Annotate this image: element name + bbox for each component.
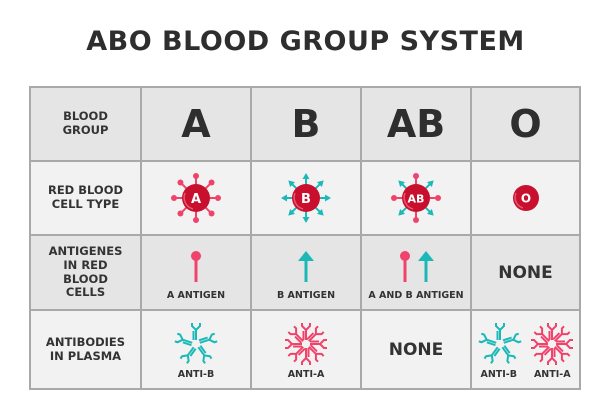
group-header-b: B bbox=[252, 88, 362, 162]
svg-text:AB: AB bbox=[408, 193, 425, 206]
anti-a-antibody-icon bbox=[284, 322, 328, 366]
a-and-b-antigen-icon bbox=[400, 251, 434, 282]
row-header-antibodies: ANTIBODIES IN PLASMA bbox=[31, 311, 142, 388]
antigen-label: A AND B ANTIGEN bbox=[368, 290, 464, 301]
antigen-label: B ANTIGEN bbox=[276, 290, 336, 301]
b-antigen-icon bbox=[298, 251, 314, 282]
red-cell-a-icon: A bbox=[170, 172, 222, 224]
cell-type-b: B bbox=[252, 162, 362, 236]
none-label: NONE bbox=[388, 339, 444, 360]
svg-text:O: O bbox=[520, 192, 530, 206]
row-header-antigens: ANTIGENES IN RED BLOOD CELLS bbox=[31, 236, 142, 311]
antibody-o: ANTI-B ANTI-A bbox=[472, 311, 579, 388]
cell-type-a: A bbox=[142, 162, 252, 236]
group-header-a: A bbox=[142, 88, 252, 162]
antigen-a: A ANTIGEN bbox=[142, 236, 252, 311]
row-label: RED BLOOD CELL TYPE bbox=[47, 183, 124, 211]
antibody-label: ANTI-B bbox=[480, 369, 517, 380]
svg-text:A: A bbox=[191, 192, 201, 207]
group-label: AB bbox=[386, 102, 446, 146]
antigen-label: A ANTIGEN bbox=[166, 290, 226, 301]
red-cell-b-icon: B bbox=[280, 172, 332, 224]
red-cell-ab-icon: AB bbox=[390, 172, 442, 224]
cell-type-ab: AB bbox=[362, 162, 472, 236]
row-label: BLOOD GROUP bbox=[62, 109, 109, 137]
red-cell-o-icon: O bbox=[512, 185, 539, 211]
antigen-o: NONE bbox=[472, 236, 579, 311]
antigen-ab: A AND B ANTIGEN bbox=[362, 236, 472, 311]
group-header-ab: AB bbox=[362, 88, 472, 162]
antibody-label: ANTI-B bbox=[177, 369, 215, 380]
abo-table: BLOOD GROUP A B AB O RED BLOOD CELL TYPE… bbox=[29, 86, 581, 390]
row-header-cell-type: RED BLOOD CELL TYPE bbox=[31, 162, 142, 236]
page-title: ABO BLOOD GROUP SYSTEM bbox=[86, 26, 525, 57]
antigen-b: B ANTIGEN bbox=[252, 236, 362, 311]
anti-b-antibody-icon bbox=[477, 322, 523, 365]
row-label: ANTIBODIES IN PLASMA bbox=[45, 334, 126, 363]
group-header-o: O bbox=[472, 88, 579, 162]
row-label: ANTIGENES IN RED BLOOD CELLS bbox=[48, 244, 123, 300]
cell-type-o: O bbox=[472, 162, 579, 236]
group-label: O bbox=[509, 102, 542, 146]
a-antigen-icon bbox=[191, 251, 201, 282]
antibody-label: ANTI-A bbox=[533, 369, 571, 380]
anti-b-antibody-icon bbox=[173, 322, 219, 365]
antibody-ab: NONE bbox=[362, 311, 472, 388]
row-header-blood-group: BLOOD GROUP bbox=[31, 88, 142, 162]
antibody-label: ANTI-A bbox=[287, 369, 325, 380]
antibody-a: ANTI-B bbox=[142, 311, 252, 388]
none-label: NONE bbox=[498, 262, 553, 283]
group-label: B bbox=[291, 102, 321, 146]
anti-a-antibody-icon bbox=[530, 322, 574, 366]
antibody-b: ANTI-A bbox=[252, 311, 362, 388]
group-label: A bbox=[181, 102, 211, 146]
svg-text:B: B bbox=[301, 192, 311, 207]
